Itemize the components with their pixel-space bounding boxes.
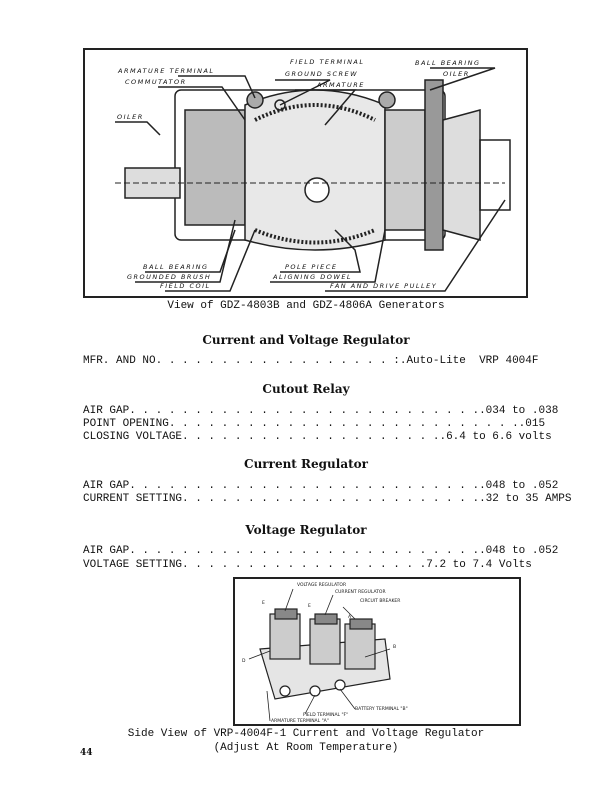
spec-row: CURRENT SETTING. . . . . . . . . . . . .… [83, 493, 572, 505]
label-oiler-left: OILER [117, 113, 144, 121]
label-voltage-regulator: VOLTAGE REGULATOR [297, 583, 347, 588]
spec-row: CLOSING VOLTAGE. . . . . . . . . . . . .… [83, 431, 552, 443]
spec-value: .015 [518, 418, 546, 430]
label-d: D [242, 659, 246, 664]
label-current-regulator: CURRENT REGULATOR [335, 590, 386, 595]
label-field-coil: FIELD COIL [160, 282, 211, 290]
label-e1: E [262, 601, 265, 606]
label-armature-terminal: ARMATURE TERMINAL [118, 67, 215, 75]
generator-caption: View of GDZ-4803B and GDZ-4806A Generato… [167, 300, 445, 312]
label-ground-screw: GROUND SCREW [285, 70, 359, 78]
label-field-terminal: FIELD TERMINAL [290, 58, 365, 66]
spec-value: .034 to .038 [479, 405, 559, 417]
spec-label: AIR GAP. . . . . . . . . . . . . . . . .… [83, 405, 480, 417]
spec-value: .32 to 35 AMPS [479, 493, 572, 505]
label-fan-and-drive-pulley: FAN AND DRIVE PULLEY [330, 282, 438, 290]
generator-figure: ARMATURE TERMINAL COMMUTATOR OILER FIELD… [83, 48, 528, 298]
spec-label: POINT OPENING. . . . . . . . . . . . . .… [83, 418, 519, 430]
label-e2: E [308, 604, 311, 609]
regulator-drawing [248, 588, 391, 722]
page-number: 44 [80, 748, 93, 758]
label-pole-piece: POLE PIECE [285, 263, 338, 271]
label-grounded-brush: GROUNDED BRUSH [127, 273, 212, 281]
spec-label: CLOSING VOLTAGE. . . . . . . . . . . . .… [83, 431, 440, 443]
label-aligning-dowel: ALIGNING DOWEL [273, 273, 353, 281]
mfr-label: MFR. AND NO. . . . . . . . . . . . . . .… [83, 355, 400, 367]
spec-value: .048 to .052 [479, 480, 559, 492]
mfr-value: .Auto-Lite VRP 4004F [399, 355, 539, 367]
spec-label: VOLTAGE SETTING. . . . . . . . . . . . .… [83, 559, 427, 571]
spec-label: CURRENT SETTING. . . . . . . . . . . . .… [83, 493, 480, 505]
voltage-regulator-title: Voltage Regulator [245, 523, 367, 537]
label-battery-terminal: BATTERY TERMINAL "B" [355, 707, 408, 712]
regulator-caption-line1: Side View of VRP-4004F-1 Current and Vol… [127, 728, 485, 740]
label-ball-bearing-bottom: BALL BEARING [143, 263, 209, 271]
label-field-terminal: FIELD TERMINAL "F" [303, 713, 349, 718]
mfr-row: MFR. AND NO. . . . . . . . . . . . . . .… [83, 355, 538, 367]
spec-row: AIR GAP. . . . . . . . . . . . . . . . .… [83, 405, 558, 417]
spec-row: VOLTAGE SETTING. . . . . . . . . . . . .… [83, 559, 532, 571]
spec-row: AIR GAP. . . . . . . . . . . . . . . . .… [83, 545, 558, 557]
label-circuit-breaker: CIRCUIT BREAKER [360, 599, 401, 604]
main-title: Current and Voltage Regulator [202, 333, 410, 347]
label-armature-terminal: ARMATURE TERMINAL "A" [271, 719, 329, 724]
spec-row: AIR GAP. . . . . . . . . . . . . . . . .… [83, 480, 558, 492]
label-a: A [348, 615, 352, 620]
label-b: B [393, 645, 397, 650]
regulator-figure: VOLTAGE REGULATOR CURRENT REGULATOR CIRC… [233, 577, 521, 726]
spec-value: 7.2 to 7.4 Volts [426, 559, 532, 571]
label-oiler-right: OILER [443, 70, 470, 78]
current-regulator-title: Current Regulator [244, 457, 368, 471]
spec-row: POINT OPENING. . . . . . . . . . . . . .… [83, 418, 545, 430]
cutout-relay-title: Cutout Relay [262, 382, 350, 396]
label-commutator: COMMUTATOR [125, 78, 187, 86]
spec-value: .048 to .052 [479, 545, 559, 557]
spec-value: .6.4 to 6.6 volts [439, 431, 552, 443]
generator-cutaway-drawing [115, 67, 511, 292]
label-armature: ARMATURE [317, 81, 365, 89]
regulator-caption-line2: (Adjust At Room Temperature) [213, 742, 399, 754]
spec-label: AIR GAP. . . . . . . . . . . . . . . . .… [83, 480, 480, 492]
spec-label: AIR GAP. . . . . . . . . . . . . . . . .… [83, 545, 480, 557]
label-ball-bearing-top: BALL BEARING [415, 59, 481, 67]
